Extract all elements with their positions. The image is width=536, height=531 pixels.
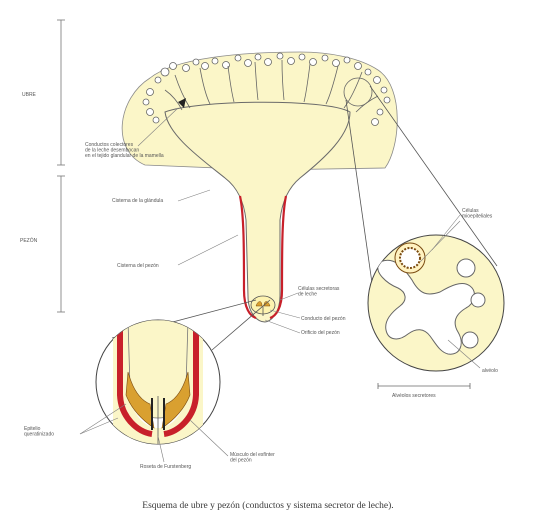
label-teat-cistern: Cisterna del pezón xyxy=(117,263,159,269)
region-brackets xyxy=(57,20,65,312)
label-gland-cistern: Cisterna de la glándula xyxy=(112,198,163,204)
alveoli-magnified xyxy=(368,235,504,371)
figure-caption: Esquema de ubre y pezón (conductos y sis… xyxy=(142,500,393,511)
region-label-teat: PEZÓN xyxy=(20,237,38,244)
secretory-alveoli-bracket xyxy=(378,383,470,389)
label-teat-canal: Conducto del pezón xyxy=(301,316,346,322)
region-label-udder: UBRE xyxy=(22,92,37,98)
label-teat-orifice: Orificio del pezón xyxy=(301,330,340,336)
label-alveolus: alvéolo xyxy=(482,368,498,374)
label-sphincter-muscle: Músculo del esfínter del pezón xyxy=(230,452,276,464)
label-furstenberg-rosette: Roseta de Furstenberg xyxy=(140,464,191,470)
label-milk-secretory-cells: Células secretoras de leche xyxy=(298,286,341,298)
label-keratinized-epithelium: Epitelio queratinizado xyxy=(24,426,54,438)
label-secretory-alveoli: Alvéolos secretores xyxy=(392,393,436,399)
label-myoepithelial-cells: Células mioepiteliales xyxy=(462,208,493,220)
